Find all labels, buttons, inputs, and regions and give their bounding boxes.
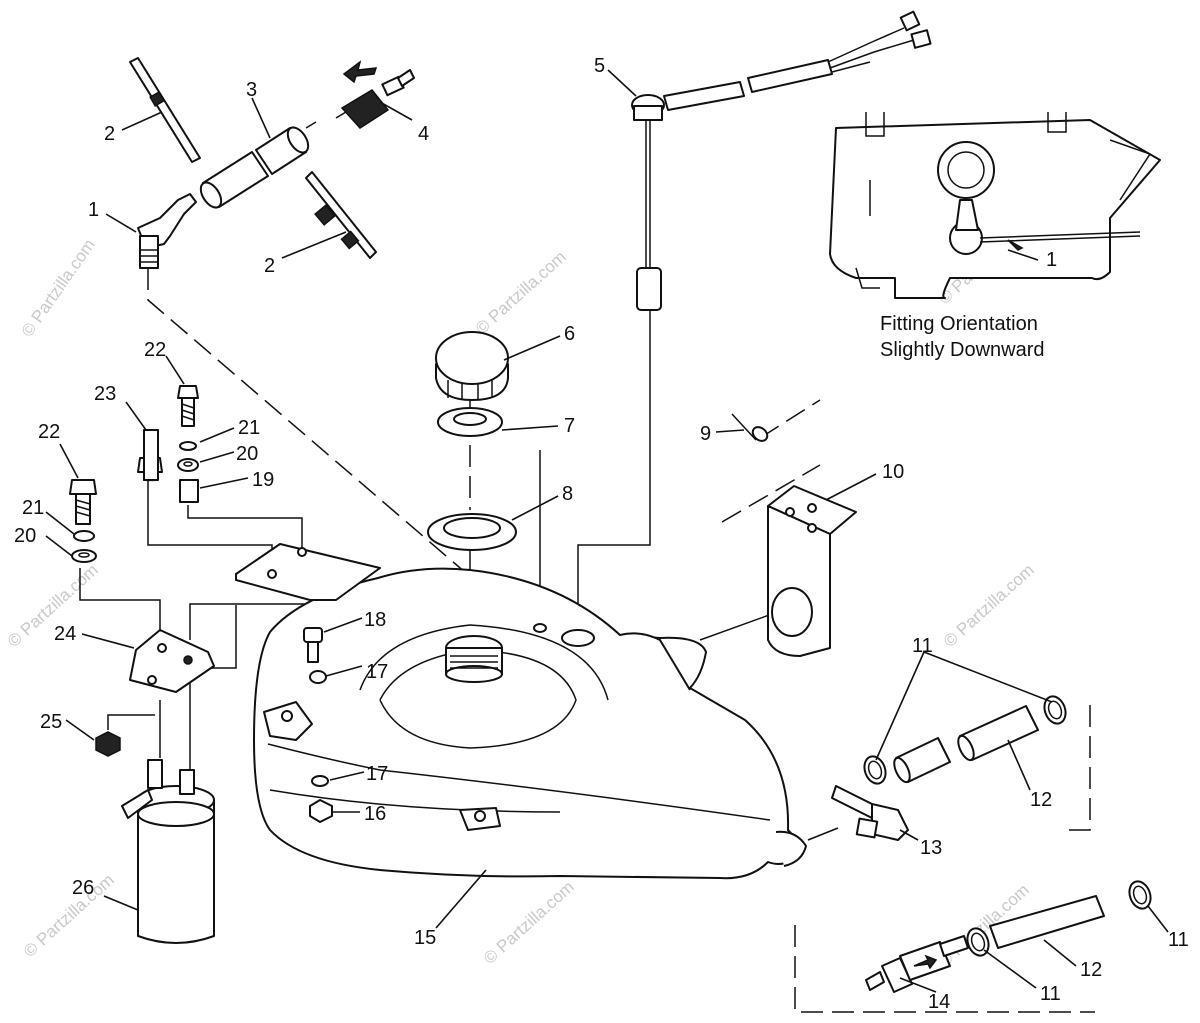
callout-3: 3 bbox=[246, 79, 257, 101]
watermark: © Partzilla.com bbox=[18, 236, 99, 341]
callout-19: 19 bbox=[252, 469, 274, 491]
elbow-fitting bbox=[137, 193, 197, 269]
callout-25: 25 bbox=[40, 711, 62, 733]
hose-clamp-lower bbox=[966, 927, 990, 957]
washer-21-left bbox=[73, 530, 95, 542]
cable-tie-upper bbox=[129, 57, 201, 163]
callout-4: 4 bbox=[418, 123, 429, 145]
hose-clamp-upper-right bbox=[1043, 695, 1067, 725]
callout-2: 2 bbox=[104, 123, 115, 145]
shutoff-valve bbox=[335, 60, 415, 129]
callout-12: 12 bbox=[1030, 789, 1052, 811]
watermark: © Partzilla.com bbox=[472, 247, 570, 338]
callout-numbers: 1 2 2 3 4 5 6 7 8 9 10 11 11 11 12 12 13… bbox=[14, 55, 1189, 1013]
mounting-plate-24 bbox=[129, 629, 215, 693]
bolt-22-upper bbox=[177, 385, 199, 427]
watermark: © Partzilla.com bbox=[480, 877, 578, 968]
callout-11: 11 bbox=[1168, 929, 1189, 951]
fuel-hose-12-upper bbox=[893, 705, 1039, 784]
elbow-fitting-13 bbox=[831, 785, 909, 841]
cable-tie-lower bbox=[305, 171, 377, 259]
bolt-18 bbox=[303, 627, 323, 663]
callout-9: 9 bbox=[700, 423, 711, 445]
callout-5: 5 bbox=[594, 55, 605, 77]
nut-16 bbox=[309, 799, 333, 823]
hose-clamp-loose bbox=[1128, 880, 1152, 910]
callout-21: 21 bbox=[22, 497, 44, 519]
callout-21: 21 bbox=[238, 417, 260, 439]
callout-22: 22 bbox=[38, 421, 60, 443]
bolt-22-left bbox=[69, 479, 97, 525]
pin-9 bbox=[731, 413, 769, 442]
tank-bracket-upper bbox=[235, 543, 381, 601]
callout-17: 17 bbox=[366, 661, 388, 683]
callout-13: 13 bbox=[920, 837, 942, 859]
callout-20: 20 bbox=[236, 443, 258, 465]
inset-fitting-orientation: 1 Fitting Orientation Slightly Downward bbox=[829, 112, 1161, 361]
fuel-filter-canister-26 bbox=[121, 759, 215, 944]
callout-8: 8 bbox=[562, 483, 573, 505]
watermark: © Partzilla.com bbox=[940, 560, 1038, 651]
hose-clamp-upper-left bbox=[863, 755, 887, 785]
fuel-tank bbox=[253, 567, 807, 880]
callout-11: 11 bbox=[912, 635, 933, 657]
callout-17: 17 bbox=[366, 763, 388, 785]
callout-20: 20 bbox=[14, 525, 36, 547]
callout-10: 10 bbox=[882, 461, 904, 483]
callout-24: 24 bbox=[54, 623, 76, 645]
fuel-level-sender bbox=[631, 10, 932, 311]
callout-7: 7 bbox=[564, 415, 575, 437]
gasket-8 bbox=[427, 513, 517, 551]
bracket-10 bbox=[767, 485, 857, 657]
callout-11: 11 bbox=[1040, 983, 1061, 1005]
callout-14: 14 bbox=[928, 991, 950, 1013]
callout-leaders bbox=[45, 69, 1169, 993]
callout-16: 16 bbox=[364, 803, 386, 825]
washer-20-upper bbox=[177, 458, 199, 472]
watermark: © Partzilla.com bbox=[4, 560, 102, 651]
callout-2: 2 bbox=[264, 255, 275, 277]
gasket-7 bbox=[437, 407, 503, 437]
nut-25 bbox=[95, 731, 121, 757]
fuel-cap bbox=[435, 331, 509, 401]
fuel-hose-upper bbox=[199, 121, 317, 209]
washer-17-upper bbox=[309, 670, 327, 684]
callout-1: 1 bbox=[88, 199, 99, 221]
inline-fuel-filter bbox=[865, 935, 969, 993]
inset-callout: 1 bbox=[1046, 249, 1057, 271]
callout-6: 6 bbox=[564, 323, 575, 345]
watermark: © Partzilla.com bbox=[20, 870, 118, 961]
flow-arrow bbox=[342, 60, 378, 84]
washer-17-lower bbox=[311, 775, 329, 787]
callout-22: 22 bbox=[144, 339, 166, 361]
inset-caption-line1: Fitting Orientation bbox=[880, 313, 1038, 335]
callout-23: 23 bbox=[94, 383, 116, 405]
fuel-hose-12-lower bbox=[989, 895, 1105, 949]
callout-12: 12 bbox=[1080, 959, 1102, 981]
callout-26: 26 bbox=[72, 877, 94, 899]
callout-18: 18 bbox=[364, 609, 386, 631]
washer-21-upper bbox=[179, 441, 197, 451]
inset-caption-line2: Slightly Downward bbox=[880, 339, 1045, 361]
nut-19 bbox=[179, 479, 199, 503]
washer-20-left bbox=[71, 549, 97, 563]
bolt-23-shank bbox=[143, 429, 159, 481]
callout-15: 15 bbox=[414, 927, 436, 949]
